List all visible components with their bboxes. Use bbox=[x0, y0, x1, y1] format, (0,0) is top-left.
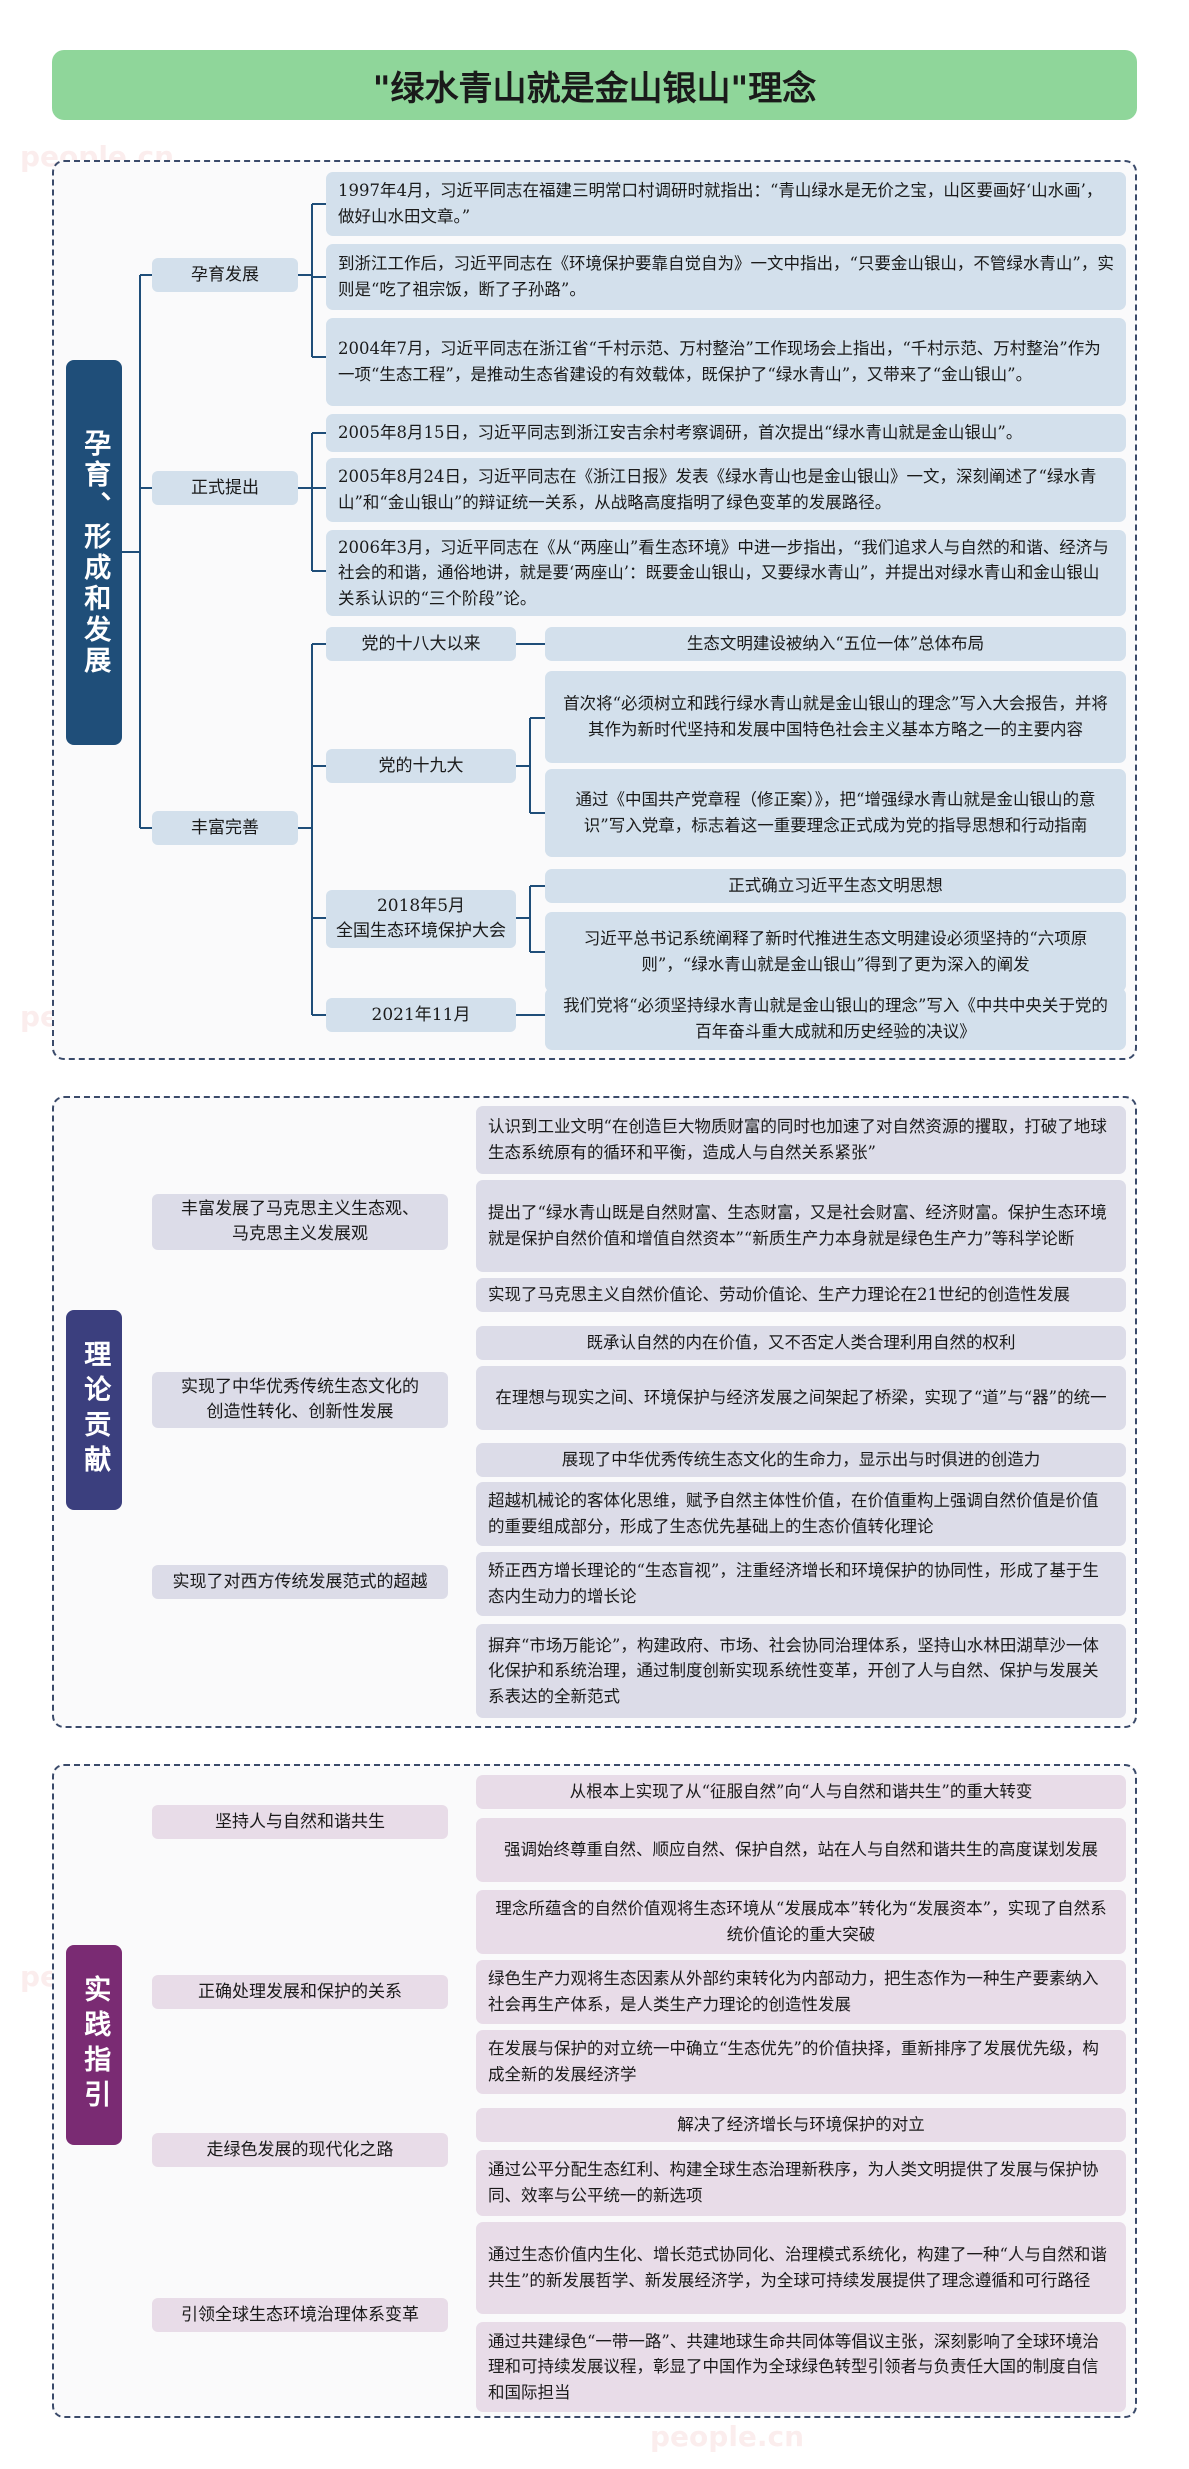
category-development-protection: 正确处理发展和保护的关系 bbox=[152, 1975, 448, 2009]
timeline-item: 我们党将“必须坚持绿水青山就是金山银山的理念”写入《中共中央关于党的百年奋斗重大… bbox=[545, 988, 1126, 1050]
section-label-text: 孕育、形成和发展 bbox=[79, 428, 111, 677]
section-label-formation: 孕育、形成和发展 bbox=[66, 360, 122, 745]
category-chinese-tradition: 实现了中华优秀传统生态文化的创造性转化、创新性发展 bbox=[152, 1372, 448, 1428]
practice-item: 从根本上实现了从“征服自然”向“人与自然和谐共生”的重大转变 bbox=[476, 1775, 1126, 1809]
timeline-item: 生态文明建设被纳入“五位一体”总体布局 bbox=[545, 627, 1126, 661]
theory-item: 在理想与现实之间、环境保护与经济发展之间架起了桥梁，实现了“道”与“器”的统一 bbox=[476, 1366, 1126, 1430]
timeline-item: 2004年7月，习近平同志在浙江省“千村示范、万村整治”工作现场会上指出，“千村… bbox=[326, 318, 1126, 406]
practice-item: 通过生态价值内生化、增长范式协同化、治理模式系统化，构建了一种“人与自然和谐共生… bbox=[476, 2222, 1126, 2314]
theory-item: 摒弃“市场万能论”，构建政府、市场、社会协同治理体系，坚持山水林田湖草沙一体化保… bbox=[476, 1624, 1126, 1718]
practice-item: 解决了经济增长与环境保护的对立 bbox=[476, 2108, 1126, 2142]
category-global-governance: 引领全球生态环境治理体系变革 bbox=[152, 2298, 448, 2332]
category-green-modernization: 走绿色发展的现代化之路 bbox=[152, 2133, 448, 2167]
category-western-paradigm: 实现了对西方传统发展范式的超越 bbox=[152, 1565, 448, 1599]
practice-item: 强调始终尊重自然、顺应自然、保护自然，站在人与自然和谐共生的高度谋划发展 bbox=[476, 1818, 1126, 1882]
category-marxist-views: 丰富发展了马克思主义生态观、马克思主义发展观 bbox=[152, 1194, 448, 1250]
section-label-text: 理论贡献 bbox=[79, 1340, 111, 1480]
category-formal-proposal: 正式提出 bbox=[152, 471, 298, 505]
sub-2018-conference: 2018年5月全国生态环境保护大会 bbox=[326, 890, 516, 948]
page-title: "绿水青山就是金山银山"理念 bbox=[52, 50, 1137, 120]
section-label-theory: 理论贡献 bbox=[66, 1310, 122, 1510]
timeline-item: 2005年8月24日，习近平同志在《浙江日报》发表《绿水青山也是金山银山》一文，… bbox=[326, 458, 1126, 522]
theory-item: 展现了中华优秀传统生态文化的生命力，显示出与时俱进的创造力 bbox=[476, 1443, 1126, 1477]
theory-item: 既承认自然的内在价值，又不否定人类合理利用自然的权利 bbox=[476, 1326, 1126, 1360]
timeline-item: 首次将“必须树立和践行绿水青山就是金山银山的理念”写入大会报告，并将其作为新时代… bbox=[545, 671, 1126, 763]
sub-2021-november: 2021年11月 bbox=[326, 998, 516, 1032]
practice-item: 在发展与保护的对立统一中确立“生态优先”的价值抉择，重新排序了发展优先级，构成全… bbox=[476, 2030, 1126, 2094]
timeline-item: 习近平总书记系统阐释了新时代推进生态文明建设必须坚持的“六项原则”，“绿水青山就… bbox=[545, 912, 1126, 992]
sub-18th-congress: 党的十八大以来 bbox=[326, 627, 516, 661]
sub-19th-congress: 党的十九大 bbox=[326, 749, 516, 783]
category-enrichment: 丰富完善 bbox=[152, 811, 298, 845]
theory-item: 认识到工业文明“在创造巨大物质财富的同时也加速了对自然资源的攫取，打破了地球生态… bbox=[476, 1106, 1126, 1174]
timeline-item: 通过《中国共产党章程（修正案）》，把“增强绿水青山就是金山银山的意识”写入党章，… bbox=[545, 769, 1126, 857]
timeline-item: 2006年3月，习近平同志在《从“两座山”看生态环境》中进一步指出，“我们追求人… bbox=[326, 530, 1126, 616]
watermark: people.cn bbox=[650, 2420, 805, 2453]
timeline-item: 1997年4月，习近平同志在福建三明常口村调研时就指出：“青山绿水是无价之宝，山… bbox=[326, 172, 1126, 236]
practice-item: 通过公平分配生态红利、构建全球生态治理新秩序，为人类文明提供了发展与保护协同、效… bbox=[476, 2150, 1126, 2216]
practice-item: 通过共建绿色“一带一路”、共建地球生命共同体等倡议主张，深刻影响了全球环境治理和… bbox=[476, 2322, 1126, 2412]
timeline-item: 正式确立习近平生态文明思想 bbox=[545, 869, 1126, 903]
practice-item: 绿色生产力观将生态因素从外部约束转化为内部动力，把生态作为一种生产要素纳入社会再… bbox=[476, 1960, 1126, 2024]
theory-item: 超越机械论的客体化思维，赋予自然主体性价值，在价值重构上强调自然价值是价值的重要… bbox=[476, 1482, 1126, 1546]
category-harmony: 坚持人与自然和谐共生 bbox=[152, 1805, 448, 1839]
theory-item: 矫正西方增长理论的“生态盲视”，注重经济增长和环境保护的协同性，形成了基于生态内… bbox=[476, 1552, 1126, 1616]
section-label-practice: 实践指引 bbox=[66, 1945, 122, 2145]
section-label-text: 实践指引 bbox=[79, 1975, 111, 2115]
timeline-item: 2005年8月15日，习近平同志到浙江安吉余村考察调研，首次提出“绿水青山就是金… bbox=[326, 414, 1126, 452]
theory-item: 提出了“绿水青山既是自然财富、生态财富，又是社会财富、经济财富。保护生态环境就是… bbox=[476, 1180, 1126, 1272]
timeline-item: 到浙江工作后，习近平同志在《环境保护要靠自觉自为》一文中指出，“只要金山银山，不… bbox=[326, 244, 1126, 310]
theory-item: 实现了马克思主义自然价值论、劳动价值论、生产力理论在21世纪的创造性发展 bbox=[476, 1278, 1126, 1312]
practice-item: 理念所蕴含的自然价值观将生态环境从“发展成本”转化为“发展资本”，实现了自然系统… bbox=[476, 1890, 1126, 1954]
category-incubation: 孕育发展 bbox=[152, 258, 298, 292]
